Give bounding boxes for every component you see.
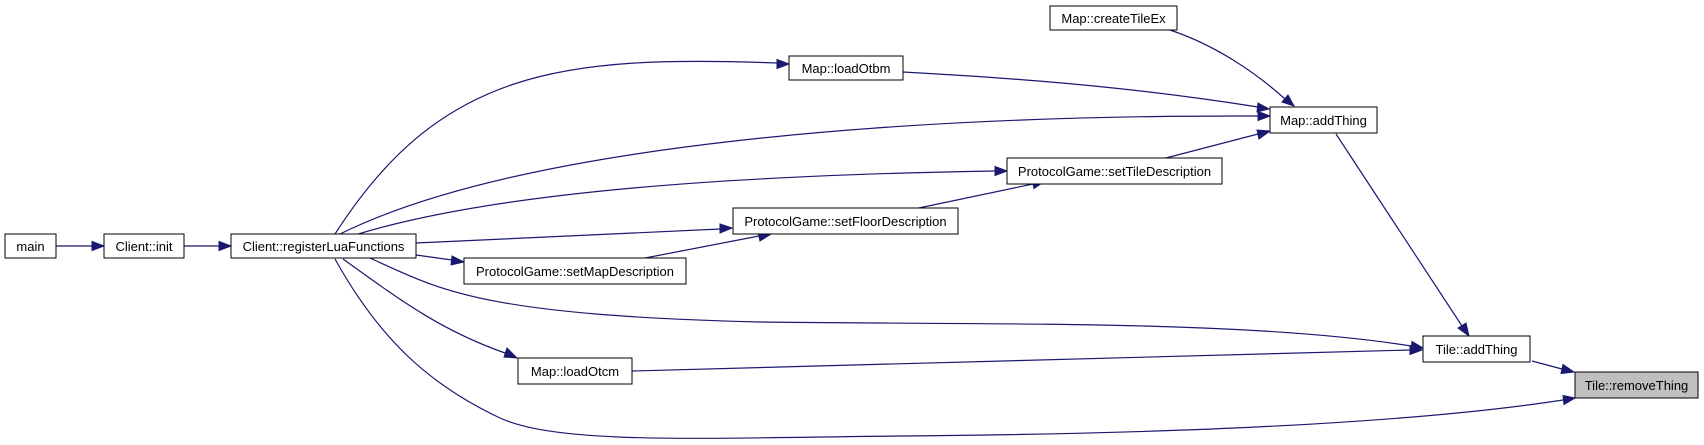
edge-register-lua-to-load-otbm bbox=[334, 58, 791, 235]
node-label: Client::registerLuaFunctions bbox=[243, 239, 405, 254]
node-load-otbm[interactable]: Map::loadOtbm bbox=[788, 55, 904, 81]
node-label: main bbox=[16, 239, 44, 254]
node-label: Tile::removeThing bbox=[1585, 378, 1689, 393]
edge-register-lua-to-set-floor-desc bbox=[415, 223, 734, 244]
node-register-lua-functions[interactable]: Client::registerLuaFunctions bbox=[230, 233, 417, 259]
node-main[interactable]: main bbox=[4, 233, 57, 259]
node-client-init[interactable]: Client::init bbox=[103, 233, 185, 259]
node-label: Map::addThing bbox=[1280, 113, 1367, 128]
edge-map-add-thing-to-tile-add-thing bbox=[1335, 133, 1470, 338]
edge-register-lua-to-set-tile-desc bbox=[354, 165, 1009, 236]
node-set-tile-description[interactable]: ProtocolGame::setTileDescription bbox=[1006, 157, 1223, 185]
edge-register-lua-to-map-add-thing bbox=[339, 110, 1272, 235]
node-set-floor-description[interactable]: ProtocolGame::setFloorDescription bbox=[732, 207, 959, 235]
edge-main-to-client-init bbox=[56, 240, 106, 252]
edge-client-init-to-register-lua bbox=[184, 240, 233, 252]
node-tile-add-thing[interactable]: Tile::addThing bbox=[1422, 335, 1531, 363]
node-label: ProtocolGame::setMapDescription bbox=[476, 264, 674, 279]
node-label: ProtocolGame::setTileDescription bbox=[1018, 164, 1211, 179]
node-label: Map::createTileEx bbox=[1061, 11, 1166, 26]
edge-register-lua-to-tile-remove-thing bbox=[334, 258, 1577, 439]
edge-set-map-desc-to-set-floor-desc bbox=[639, 231, 773, 260]
edge-tile-add-thing-to-tile-remove-thing bbox=[1531, 360, 1576, 375]
edge-set-tile-desc-to-map-add-thing bbox=[1161, 129, 1272, 160]
edge-load-otcm-to-tile-add-thing bbox=[631, 344, 1424, 372]
node-create-tile-ex[interactable]: Map::createTileEx bbox=[1049, 5, 1178, 31]
node-set-map-description[interactable]: ProtocolGame::setMapDescription bbox=[463, 257, 687, 285]
node-tile-remove-thing[interactable]: Tile::removeThing bbox=[1574, 371, 1699, 399]
node-label: Map::loadOtbm bbox=[802, 61, 891, 76]
edge-create-tile-ex-to-map-add-thing bbox=[1169, 29, 1296, 107]
edge-register-lua-to-load-otcm bbox=[342, 258, 519, 359]
node-load-otcm[interactable]: Map::loadOtcm bbox=[517, 357, 633, 385]
node-map-add-thing[interactable]: Map::addThing bbox=[1269, 106, 1378, 134]
node-label: ProtocolGame::setFloorDescription bbox=[744, 214, 946, 229]
edge-register-lua-to-set-map-desc bbox=[415, 254, 466, 266]
node-label: Map::loadOtcm bbox=[531, 364, 619, 379]
edge-load-otbm-to-map-add-thing bbox=[902, 71, 1271, 113]
node-label: Client::init bbox=[115, 239, 172, 254]
node-label: Tile::addThing bbox=[1436, 342, 1518, 357]
